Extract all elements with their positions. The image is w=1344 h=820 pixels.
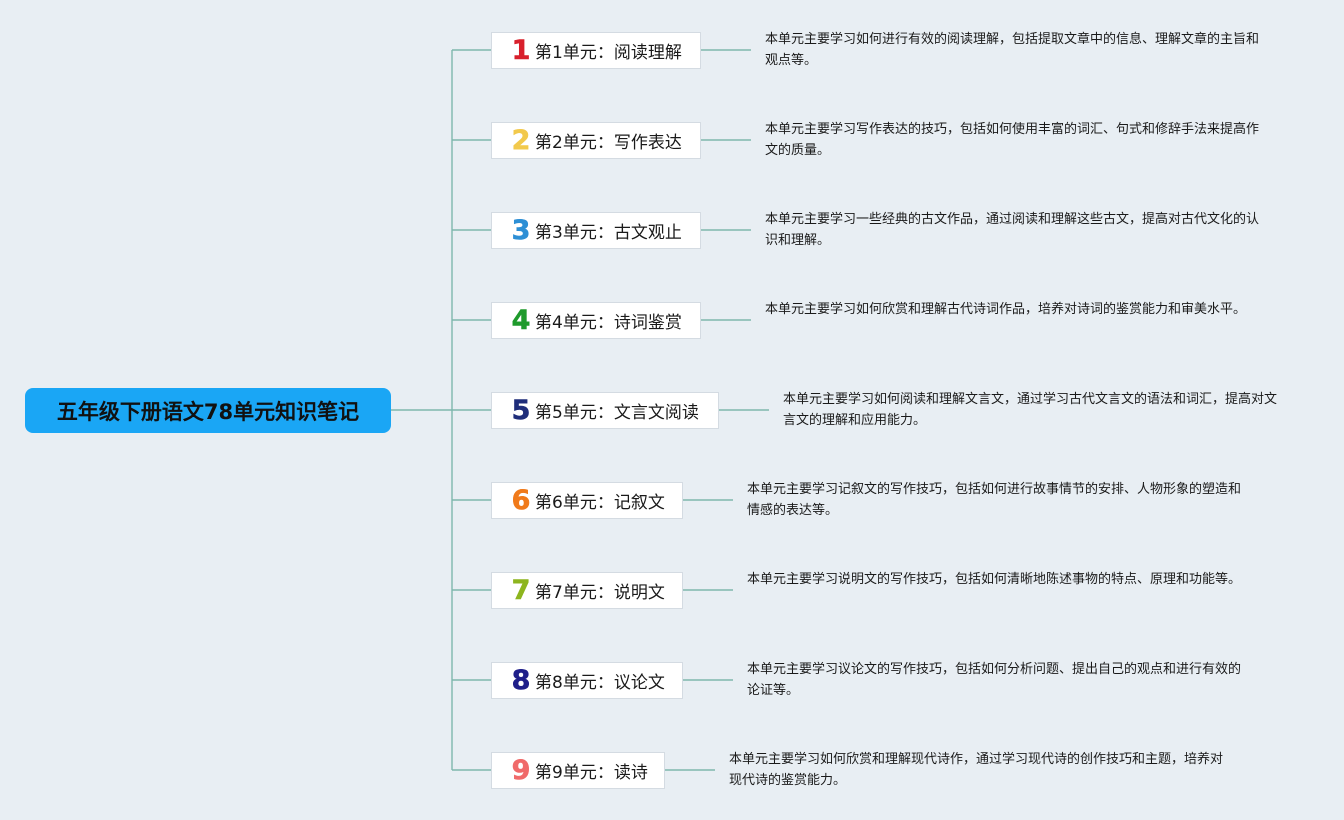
unit-description-6: 本单元主要学习记叙文的写作技巧，包括如何进行故事情节的安排、人物形象的塑造和情感… — [747, 482, 1242, 518]
number-1-icon: 1 — [511, 35, 531, 66]
unit-label-3: 第3单元：古文观止 — [535, 223, 682, 243]
unit-label-8: 第8单元：议论文 — [535, 673, 665, 693]
unit-node-1[interactable]: 1 第1单元：阅读理解 — [491, 32, 701, 69]
number-8-icon: 8 — [511, 665, 531, 696]
number-2-icon: 2 — [511, 125, 531, 156]
root-node[interactable]: 五年级下册语文78单元知识笔记 — [25, 388, 391, 433]
unit-label-2: 第2单元：写作表达 — [535, 133, 682, 153]
unit-node-8[interactable]: 8 第8单元：议论文 — [491, 662, 683, 699]
unit-description-1: 本单元主要学习如何进行有效的阅读理解，包括提取文章中的信息、理解文章的主旨和观点… — [765, 32, 1260, 68]
unit-node-3[interactable]: 3 第3单元：古文观止 — [491, 212, 701, 249]
number-9-icon: 9 — [511, 755, 531, 786]
unit-description-7: 本单元主要学习说明文的写作技巧，包括如何清晰地陈述事物的特点、原理和功能等。 — [747, 572, 1242, 587]
unit-label-6: 第6单元：记叙文 — [535, 493, 665, 513]
number-4-icon: 4 — [511, 305, 531, 336]
number-7-icon: 7 — [511, 575, 531, 606]
unit-label-1: 第1单元：阅读理解 — [535, 43, 682, 63]
unit-label-9: 第9单元：读诗 — [535, 763, 648, 783]
unit-label-7: 第7单元：说明文 — [535, 583, 665, 603]
unit-description-3: 本单元主要学习一些经典的古文作品，通过阅读和理解这些古文，提高对古代文化的认识和… — [765, 212, 1260, 248]
root-title: 五年级下册语文78单元知识笔记 — [56, 399, 360, 424]
number-6-icon: 6 — [511, 485, 531, 516]
unit-description-9: 本单元主要学习如何欣赏和理解现代诗作，通过学习现代诗的创作技巧和主题，培养对现代… — [729, 752, 1224, 788]
unit-label-4: 第4单元：诗词鉴赏 — [535, 313, 682, 333]
number-5-icon: 5 — [511, 395, 531, 426]
unit-node-2[interactable]: 2 第2单元：写作表达 — [491, 122, 701, 159]
unit-description-4: 本单元主要学习如何欣赏和理解古代诗词作品，培养对诗词的鉴赏能力和审美水平。 — [765, 302, 1247, 317]
unit-description-8: 本单元主要学习议论文的写作技巧，包括如何分析问题、提出自己的观点和进行有效的论证… — [747, 662, 1242, 698]
unit-description-5: 本单元主要学习如何阅读和理解文言文，通过学习古代文言文的语法和词汇，提高对文言文… — [783, 392, 1278, 428]
unit-description-2: 本单元主要学习写作表达的技巧，包括如何使用丰富的词汇、句式和修辞手法来提高作文的… — [765, 122, 1260, 158]
unit-node-7[interactable]: 7 第7单元：说明文 — [491, 572, 683, 609]
number-3-icon: 3 — [511, 215, 531, 246]
unit-node-9[interactable]: 9 第9单元：读诗 — [491, 752, 665, 789]
unit-node-5[interactable]: 5 第5单元：文言文阅读 — [491, 392, 719, 429]
unit-node-6[interactable]: 6 第6单元：记叙文 — [491, 482, 683, 519]
unit-label-5: 第5单元：文言文阅读 — [535, 403, 699, 423]
unit-node-4[interactable]: 4 第4单元：诗词鉴赏 — [491, 302, 701, 339]
